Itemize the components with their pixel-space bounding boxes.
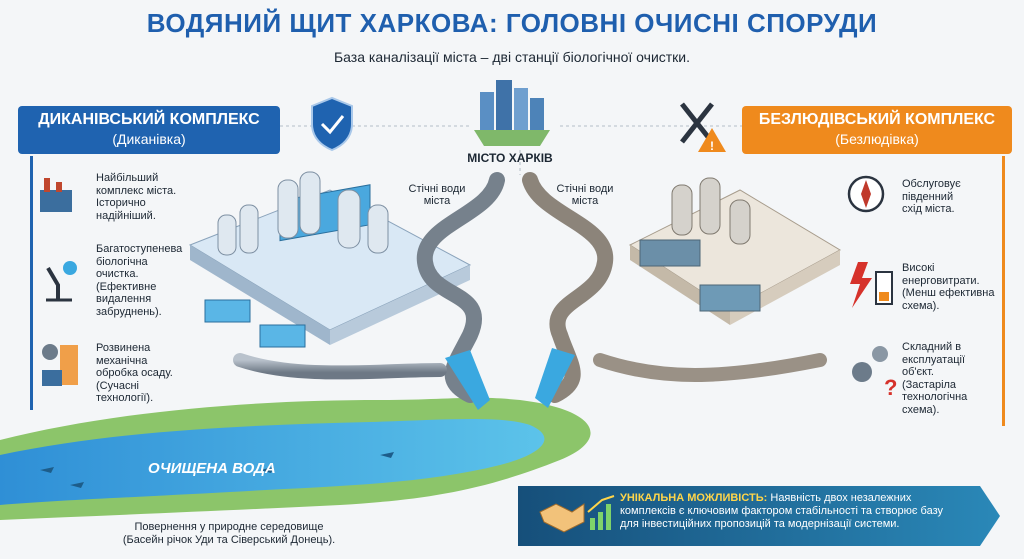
- sewage-label-right: Стічні води міста: [556, 183, 614, 207]
- river-label: ОЧИЩЕНА ВОДА: [148, 460, 276, 477]
- opportunity-text: УНІКАЛЬНА МОЖЛИВІСТЬ: Наявність двох нез…: [620, 492, 943, 530]
- dykanivka-feature-3: Розвинена механічна обробка осаду. (Суча…: [96, 342, 173, 404]
- dykanivka-location: (Диканівка): [112, 131, 186, 147]
- city-buildings-icon: [474, 80, 550, 146]
- lightning-battery-icon: [850, 262, 893, 308]
- svg-text:!: !: [710, 139, 714, 153]
- page-subtitle: База каналізації міста – дві станції біо…: [333, 49, 691, 65]
- bezliudivka-feature-3: Складний в експлуатації об'єкт. (Застарі…: [902, 341, 968, 416]
- dykanivka-plant: [188, 171, 472, 348]
- gears-question-icon: ?: [852, 346, 897, 400]
- outflow-jets: [445, 348, 575, 410]
- microscope-icon: [46, 261, 77, 302]
- bezliudivka-feature-1: Обслуговує південний схід міста.: [902, 178, 961, 215]
- return-to-nature-text: Повернення у природне середовище (Басейн…: [122, 521, 336, 546]
- compass-icon: [847, 175, 885, 213]
- page-title: ВОДЯНИЙ ЩИТ ХАРКОВА: ГОЛОВНІ ОЧИСНІ СПОР…: [146, 8, 878, 38]
- bezliudivka-location: (Безлюдівка): [835, 131, 919, 147]
- shield-check-icon: [311, 96, 353, 152]
- dykanivka-name: ДИКАНІВСЬКИЙ КОМПЛЕКС: [38, 111, 260, 128]
- growth-chart-icon: [587, 495, 615, 530]
- bezliudivka-features-panel: [842, 156, 1005, 426]
- sewage-label-left: Стічні води міста: [408, 183, 466, 207]
- gear-press-icon: [42, 344, 78, 386]
- bezliudivka-header: БЕЗЛЮДІВСЬКИЙ КОМПЛЕКС (Безлюдівка): [742, 106, 1012, 154]
- bezliudivka-name: БЕЗЛЮДІВСЬКИЙ КОМПЛЕКС: [758, 111, 996, 128]
- dykanivka-feature-2: Багатоступенева біологічна очистка. (Ефе…: [96, 243, 183, 318]
- tools-warning-icon: !: [680, 102, 726, 153]
- svg-text:?: ?: [884, 375, 897, 400]
- dykanivka-header: ДИКАНІВСЬКИЙ КОМПЛЕКС (Диканівка): [18, 106, 280, 154]
- factory-icon: [40, 178, 72, 212]
- handshake-icon: [539, 503, 585, 533]
- dykanivka-features-panel: [30, 156, 195, 410]
- city-label: МІСТО ХАРКІВ: [467, 151, 553, 165]
- dykanivka-feature-1: Найбільший комплекс міста. Історично над…: [96, 172, 177, 222]
- opportunity-banner: [518, 486, 1000, 546]
- opportunity-lead: УНІКАЛЬНА МОЖЛИВІСТЬ:: [620, 492, 768, 504]
- river: [0, 397, 591, 520]
- bezliudivka-feature-2: Високі енерговитрати. (Менш ефективна сх…: [902, 262, 995, 312]
- bezliudivka-plant: [628, 177, 842, 325]
